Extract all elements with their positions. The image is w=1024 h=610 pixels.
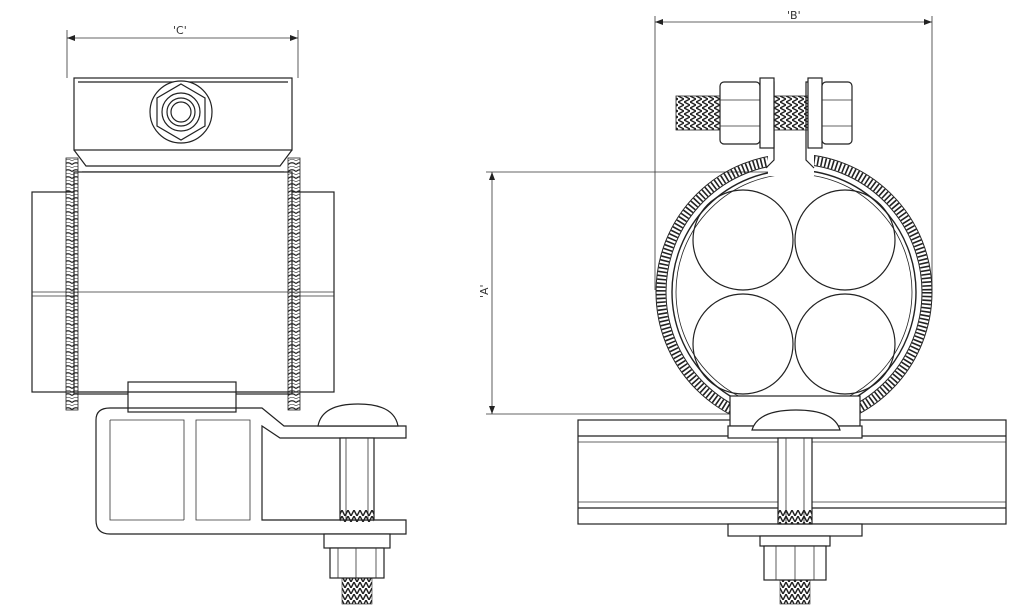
dimension-b-label: 'B' (787, 9, 801, 22)
dimension-a-label: 'A' (478, 284, 491, 298)
cable-circle (692, 293, 794, 395)
spring-left (65, 157, 79, 411)
dimension-c: 'C' (66, 24, 299, 78)
toothed-band (655, 153, 933, 431)
cable-circle (794, 293, 896, 395)
front-view: 'B' 'A' (478, 9, 1007, 605)
cable-circle (692, 189, 794, 291)
carriage-bolt-side-icon (317, 403, 399, 605)
spring-right (287, 157, 301, 411)
tension-bolt-icon (675, 77, 853, 149)
hex-nut-top-icon (149, 80, 213, 144)
dimension-c-label: 'C' (173, 24, 187, 37)
side-view: 'C' (31, 24, 407, 605)
dimension-b: 'B' (654, 9, 933, 290)
carriage-bolt-front-icon (751, 409, 841, 605)
cable-circle (794, 189, 896, 291)
cable-bundle (692, 189, 896, 395)
